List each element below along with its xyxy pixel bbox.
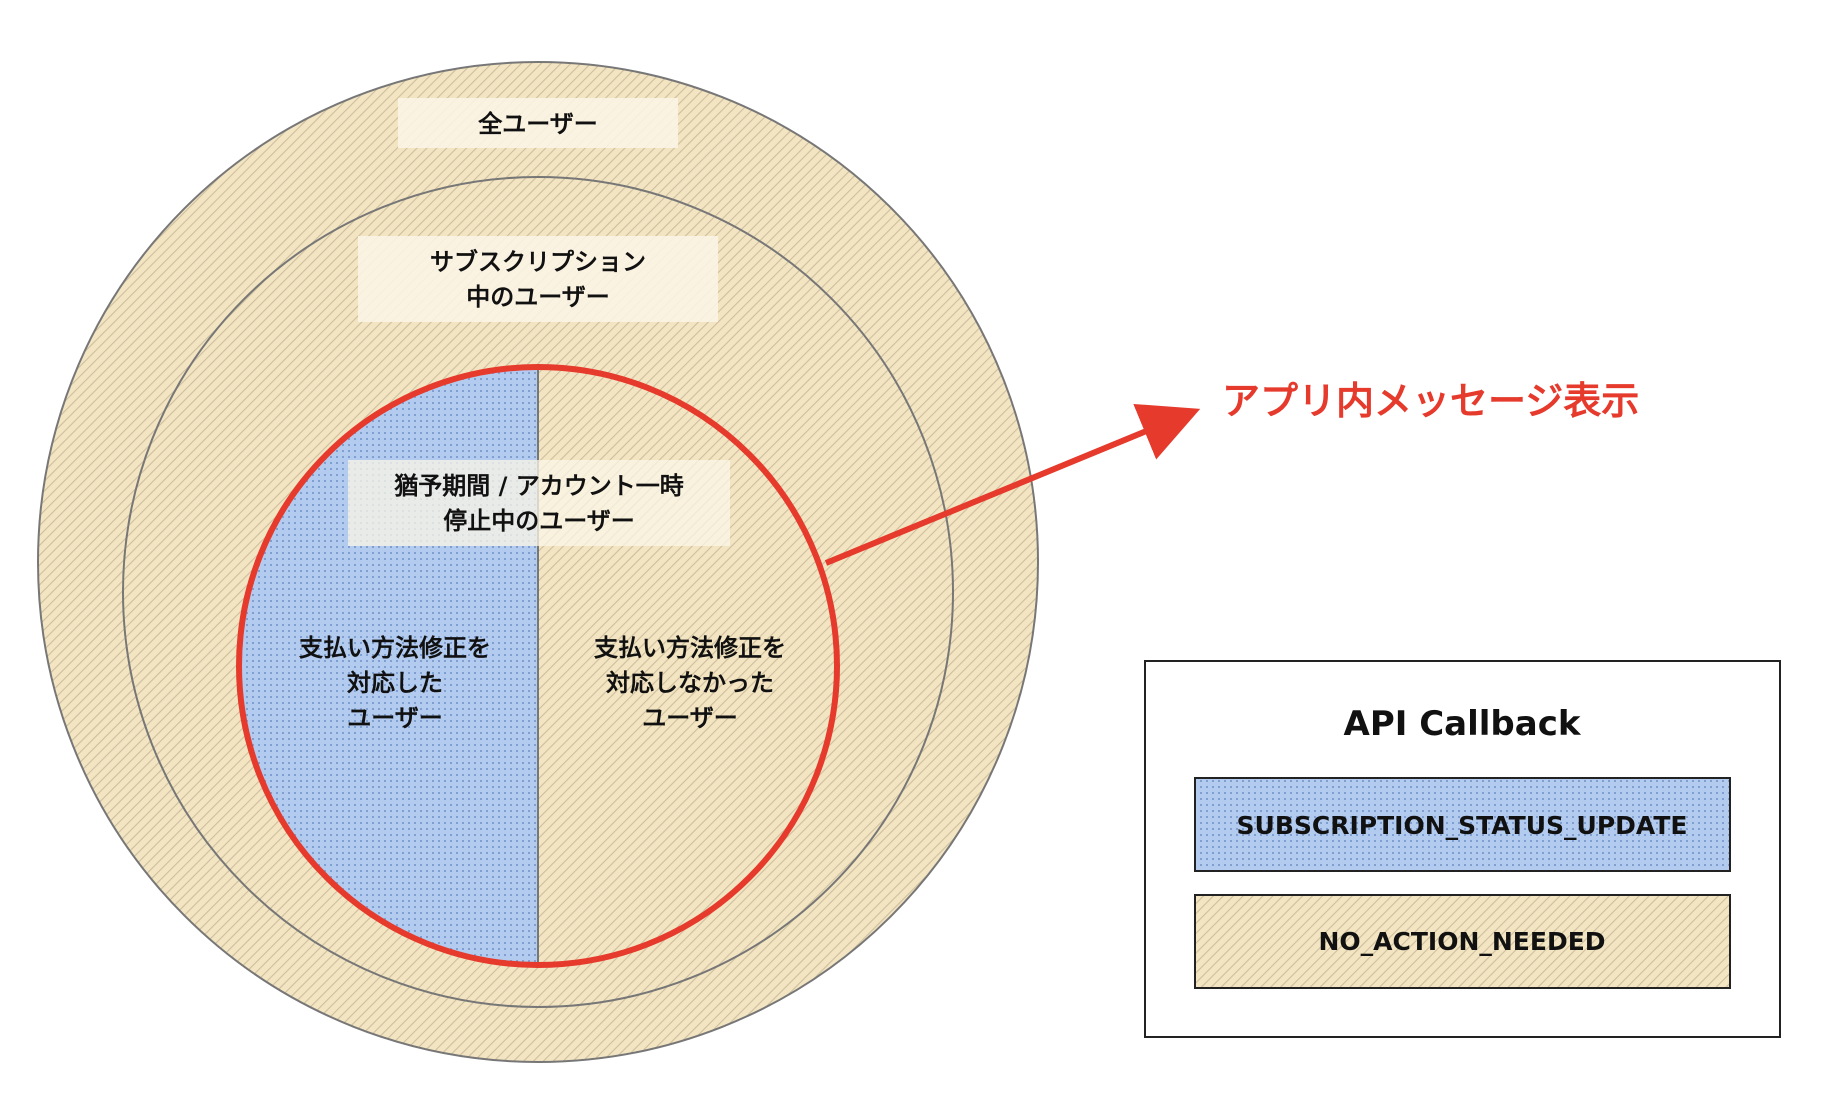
callout-label: アプリ内メッセージ表示: [1222, 379, 1639, 423]
left-half-line2: 対応した: [347, 669, 443, 697]
legend-swatch-subscription-status-update: [1194, 777, 1731, 872]
outer-label: 全ユーザー: [477, 110, 598, 138]
legend-swatch-no-action-needed: [1194, 894, 1731, 989]
right-half-line3: ユーザー: [642, 704, 738, 732]
right-half-line2: 対応しなかった: [606, 669, 774, 697]
inner-circle: [236, 364, 840, 968]
middle-label-line2: 中のユーザー: [466, 283, 610, 311]
legend-label-subscription-status-update: SUBSCRIPTION_STATUS_UPDATE: [1237, 811, 1688, 840]
inner-label-bg: [348, 460, 730, 546]
legend-label-no-action-needed: NO_ACTION_NEEDED: [1318, 927, 1605, 956]
left-half-line3: ユーザー: [347, 704, 443, 732]
right-half-line1: 支払い方法修正を: [594, 634, 786, 662]
middle-label-line1: サブスクリプション: [430, 248, 646, 276]
inner-label-line2: 停止中のユーザー: [443, 507, 635, 535]
middle-label-bg: [358, 236, 718, 322]
outer-label-bg: [398, 98, 678, 148]
inner-label-line1: 猶予期間 / アカウント一時: [393, 472, 683, 500]
callout-arrow: [824, 403, 1201, 566]
left-half-line1: 支払い方法修正を: [299, 634, 491, 662]
legend-title: API Callback: [1344, 704, 1582, 744]
